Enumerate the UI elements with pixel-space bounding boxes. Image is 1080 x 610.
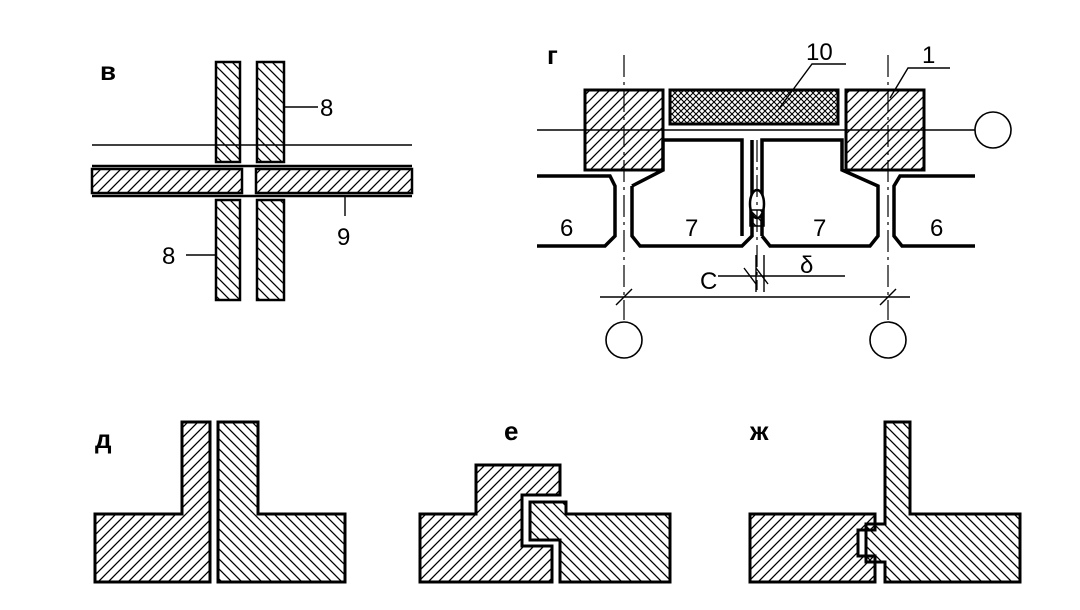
figure-g-title: г: [547, 40, 558, 70]
figure-g-label-7-right: 7: [813, 215, 826, 242]
figure-g-label-6-right: 6: [930, 215, 943, 242]
figure-zh: ж: [748, 416, 1022, 584]
figure-v-label-9: 9: [337, 224, 350, 251]
figure-v-label-8-bottom: 8: [162, 243, 175, 270]
figure-v: в 8 8 9: [90, 56, 414, 302]
figure-g: г 10: [537, 39, 1012, 359]
figure-zh-title: ж: [749, 416, 769, 446]
figure-e-title: е: [504, 416, 518, 446]
figure-g-label-10: 10: [806, 39, 833, 66]
figure-g-label-6-left: 6: [560, 215, 573, 242]
figure-e: е: [418, 416, 672, 584]
figure-g-label-delta: δ: [800, 252, 813, 279]
figure-v-title: в: [100, 56, 116, 86]
figure-d-title: д: [95, 424, 112, 454]
figure-g-label-7-left: 7: [685, 215, 698, 242]
figure-d: д: [93, 420, 347, 584]
figure-v-label-8-top: 8: [320, 95, 333, 122]
figure-g-label-1: 1: [922, 42, 935, 69]
figure-g-label-c: C: [700, 268, 717, 295]
